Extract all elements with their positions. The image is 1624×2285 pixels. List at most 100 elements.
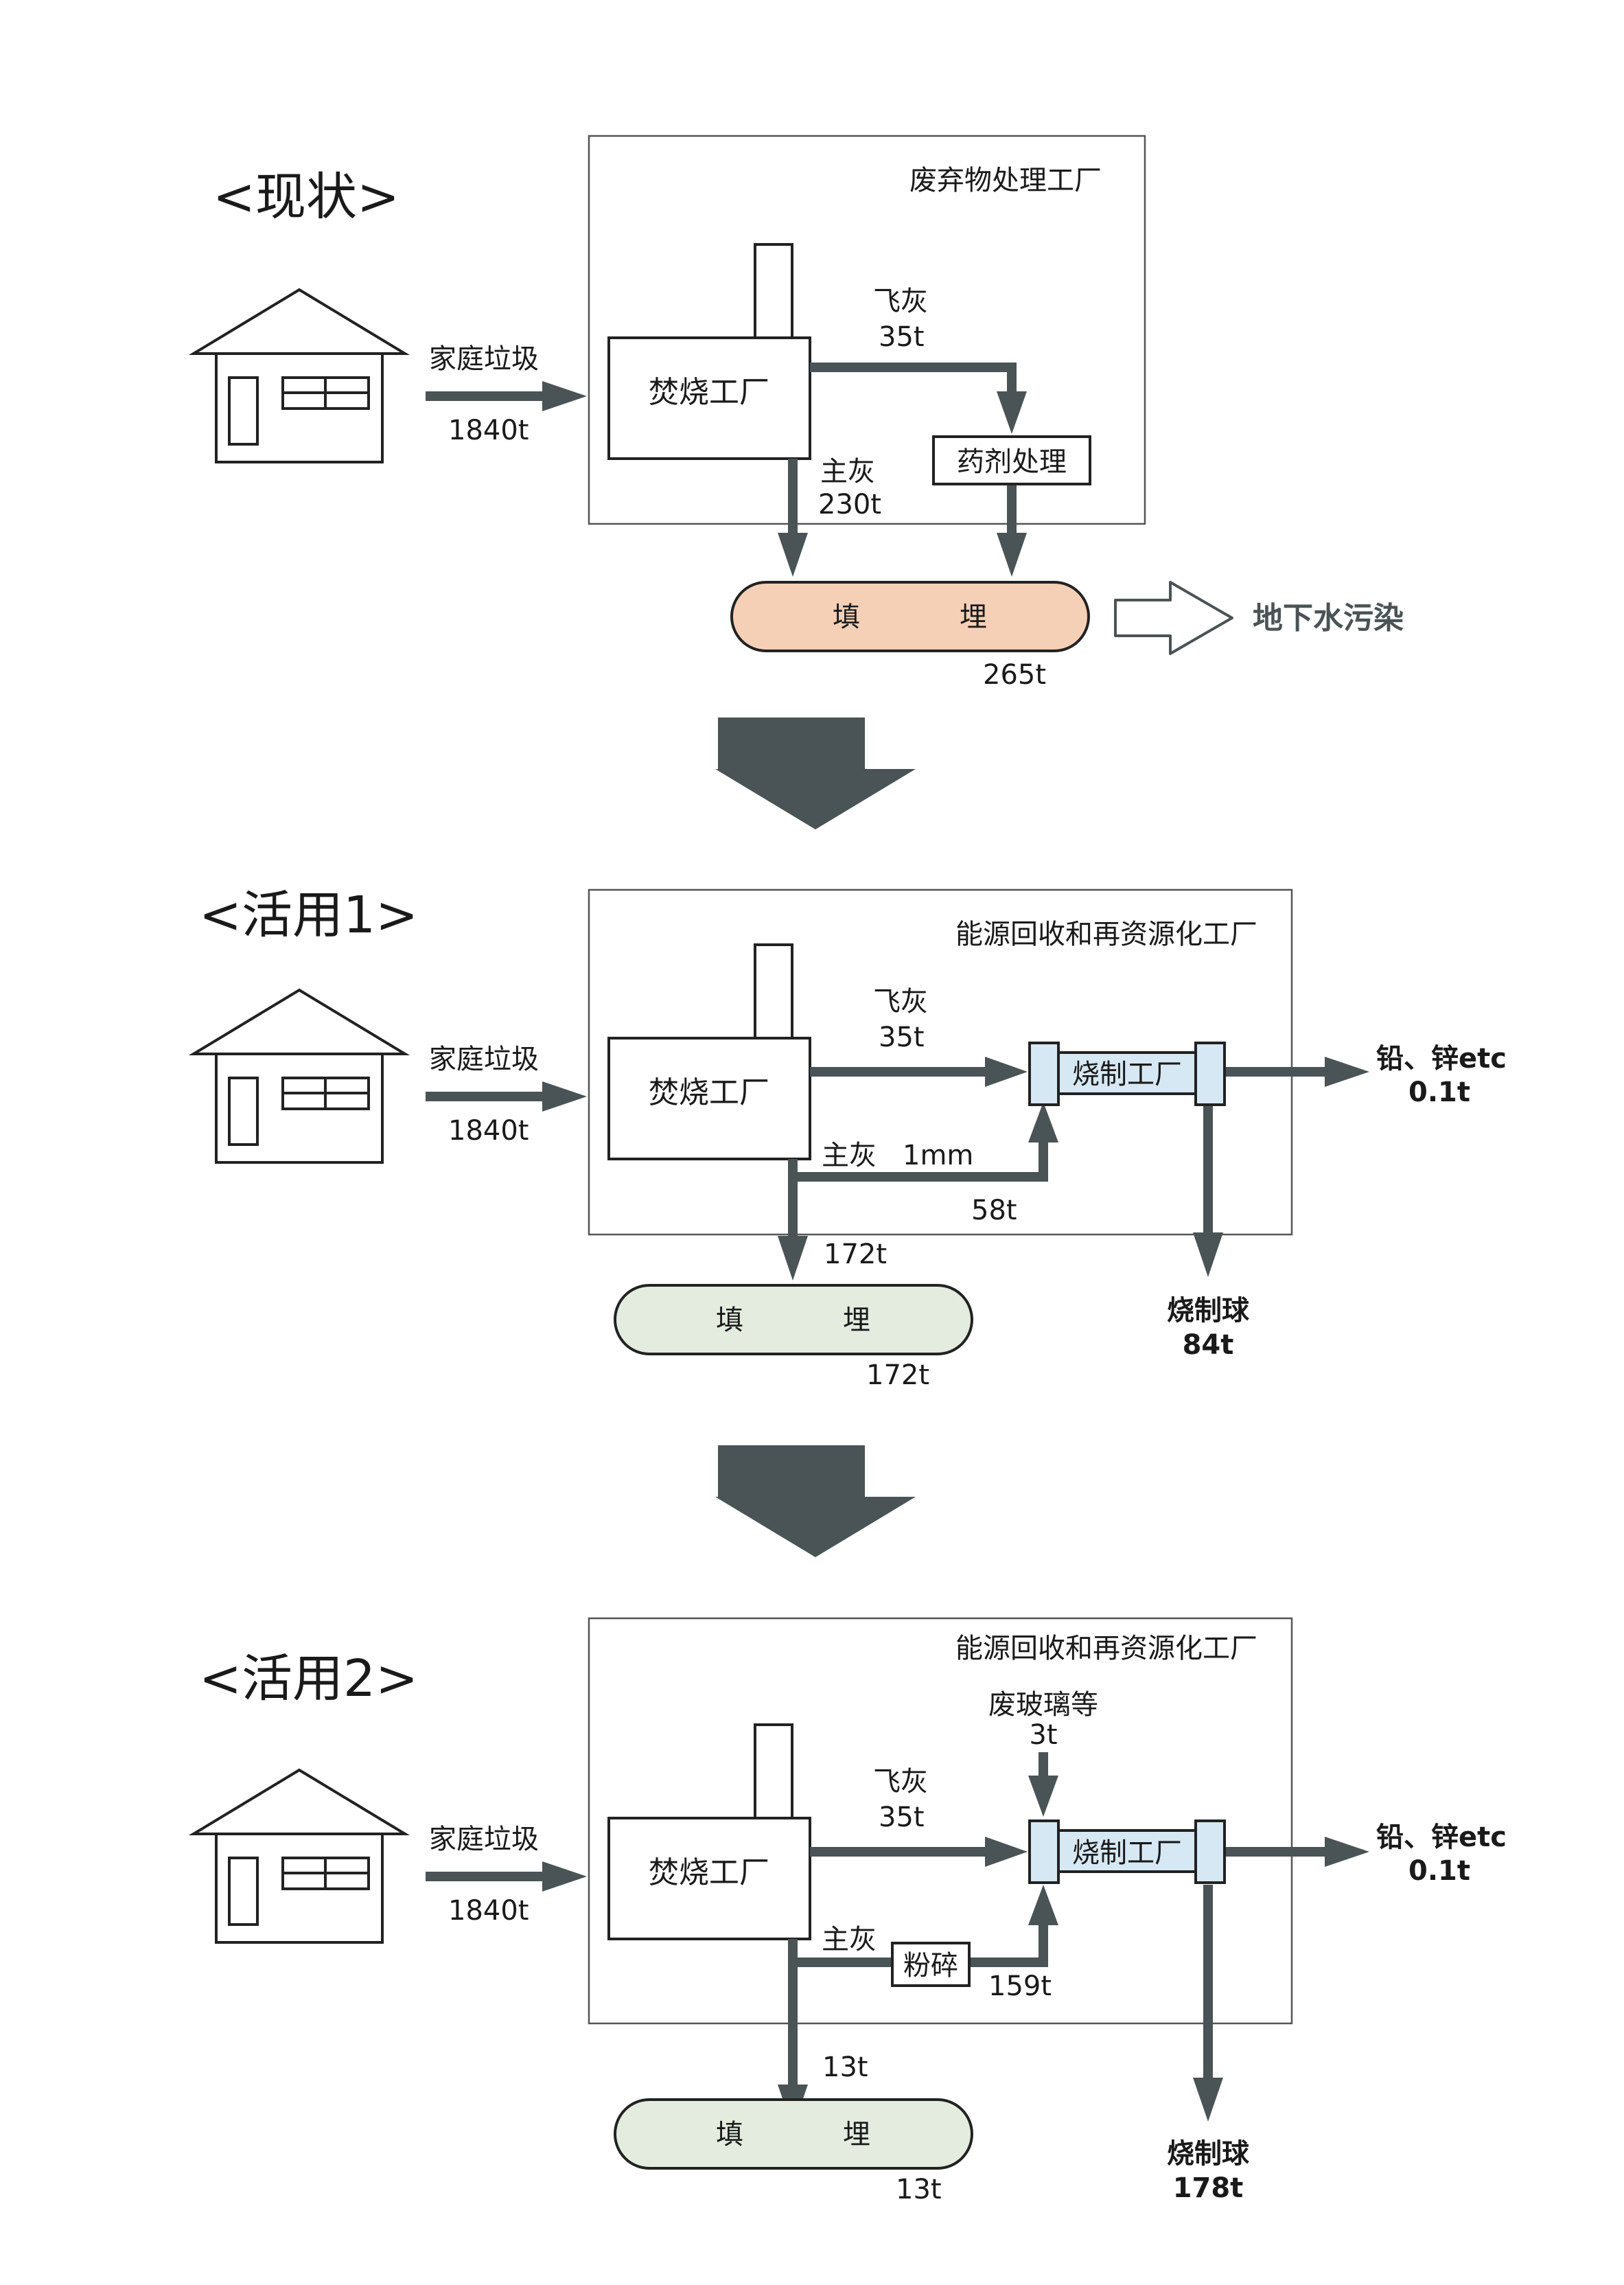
sinter-label: 烧制工厂 bbox=[1072, 1837, 1182, 1869]
landfill-box bbox=[730, 581, 1090, 652]
crush-box bbox=[891, 1942, 971, 1987]
to-sinter-amount: 58t bbox=[971, 1195, 1017, 1226]
pellets-amount: 178t bbox=[1173, 2172, 1244, 2204]
arrow-fly-ash bbox=[985, 1057, 1028, 1087]
sinter-right-cap bbox=[1194, 1042, 1226, 1106]
arrow-household bbox=[542, 1861, 587, 1892]
to-landfill-amount: 13t bbox=[822, 2052, 868, 2083]
household-amount: 1840t bbox=[448, 1115, 529, 1147]
house-icon bbox=[192, 1769, 406, 1944]
section-current-title: <现状> bbox=[213, 168, 399, 227]
household-label: 家庭垃圾 bbox=[429, 1824, 539, 1855]
to-landfill-amount: 172t bbox=[824, 1239, 887, 1270]
main-ash-label: 主灰 bbox=[822, 1924, 877, 1955]
section-reuse1: <活用1> 能源回收和再资源化工厂 家庭垃圾 1840t 焚烧工厂 飞灰 35t bbox=[192, 886, 1507, 1391]
arrow-household bbox=[542, 1081, 587, 1112]
arrow-fly-ash bbox=[985, 1837, 1028, 1867]
fly-ash-amount: 35t bbox=[879, 1022, 925, 1053]
arrow-to-sinter bbox=[1028, 1102, 1058, 1142]
transition-arrow-1 bbox=[715, 717, 916, 829]
incinerator-box bbox=[607, 1817, 811, 1940]
metals-label: 铅、锌etc bbox=[1376, 1822, 1507, 1853]
landfill-char-2: 埋 bbox=[843, 1305, 870, 1336]
impact-label: 地下水污染 bbox=[1253, 601, 1404, 636]
metals-label: 铅、锌etc bbox=[1376, 1043, 1507, 1075]
sieve-label: 1mm bbox=[903, 1140, 973, 1171]
facility-label: 能源回收和再资源化工厂 bbox=[955, 919, 1257, 950]
landfill-amount: 172t bbox=[866, 1359, 929, 1391]
facility-frame bbox=[588, 135, 1146, 525]
metals-amount: 0.1t bbox=[1408, 1077, 1470, 1108]
landfill-amount: 13t bbox=[896, 2174, 942, 2205]
arrow-to-metals bbox=[1325, 1837, 1369, 1867]
landfill-char-2: 埋 bbox=[960, 601, 987, 633]
house-icon bbox=[192, 288, 406, 463]
to-sinter-amount: 159t bbox=[988, 1971, 1052, 2002]
chemical-treatment-box bbox=[932, 435, 1091, 485]
landfill-box bbox=[614, 1284, 973, 1355]
chimney bbox=[754, 1723, 793, 1819]
section-reuse2-title: <活用2> bbox=[199, 1649, 418, 1708]
incinerator-label: 焚烧工厂 bbox=[649, 375, 769, 410]
sinter-label: 烧制工厂 bbox=[1072, 1059, 1182, 1090]
arrow-glass bbox=[1028, 1776, 1058, 1817]
arrow-household bbox=[542, 381, 587, 411]
landfill-char-2: 埋 bbox=[843, 2119, 870, 2150]
incinerator-box bbox=[607, 1037, 811, 1160]
main-ash-label: 主灰 bbox=[820, 456, 875, 487]
pellets-label: 烧制球 bbox=[1167, 1295, 1250, 1327]
crush-label: 粉碎 bbox=[903, 1950, 958, 1982]
fly-ash-label: 飞灰 bbox=[873, 286, 928, 317]
arrow-to-pellets bbox=[1193, 1232, 1223, 1277]
sinter-box bbox=[1057, 1051, 1197, 1095]
main-ash-label: 主灰 bbox=[822, 1140, 877, 1171]
house-icon bbox=[192, 989, 406, 1164]
incinerator-label: 焚烧工厂 bbox=[649, 1075, 769, 1110]
fly-ash-amount: 35t bbox=[879, 1802, 925, 1833]
sinter-box bbox=[1057, 1829, 1197, 1873]
arrow-to-sinter bbox=[1028, 1885, 1058, 1925]
sinter-left-cap bbox=[1028, 1819, 1060, 1884]
fly-ash-label: 飞灰 bbox=[873, 1766, 928, 1798]
household-amount: 1840t bbox=[448, 1895, 529, 1927]
metals-amount: 0.1t bbox=[1408, 1855, 1470, 1887]
chimney bbox=[754, 243, 793, 339]
glass-amount: 3t bbox=[1029, 1719, 1057, 1751]
landfill-char-1: 填 bbox=[833, 601, 860, 633]
landfill-char-1: 填 bbox=[716, 2119, 743, 2150]
arrow-chemical-to-landfill bbox=[997, 533, 1027, 577]
incinerator-label: 焚烧工厂 bbox=[649, 1855, 769, 1890]
landfill-box bbox=[614, 2098, 973, 2170]
section-reuse2: <活用2> 能源回收和再资源化工厂 家庭垃圾 1840t 焚烧工厂 废玻璃等 3… bbox=[192, 1617, 1507, 2205]
sinter-right-cap bbox=[1194, 1819, 1226, 1884]
facility-label: 能源回收和再资源化工厂 bbox=[955, 1633, 1257, 1664]
facility-frame bbox=[588, 1617, 1293, 2025]
chimney bbox=[754, 943, 793, 1040]
facility-label: 废弃物处理工厂 bbox=[909, 165, 1102, 196]
household-label: 家庭垃圾 bbox=[429, 343, 539, 375]
pellets-amount: 84t bbox=[1183, 1329, 1234, 1361]
incinerator-box bbox=[607, 336, 811, 460]
landfill-amount: 265t bbox=[983, 659, 1046, 691]
sinter-left-cap bbox=[1028, 1042, 1060, 1106]
transition-arrow-2 bbox=[715, 1445, 916, 1557]
arrow-fly-ash bbox=[997, 391, 1027, 434]
glass-label: 废玻璃等 bbox=[988, 1689, 1098, 1721]
chemical-treatment-label: 药剂处理 bbox=[957, 446, 1067, 478]
arrow-to-metals bbox=[1325, 1057, 1369, 1087]
arrow-to-pellets bbox=[1193, 2078, 1223, 2122]
facility-frame bbox=[588, 888, 1293, 1236]
household-amount: 1840t bbox=[448, 415, 529, 446]
fly-ash-label: 飞灰 bbox=[873, 986, 928, 1018]
arrow-to-landfill bbox=[778, 1236, 808, 1281]
arrow-main-ash bbox=[778, 533, 808, 577]
household-label: 家庭垃圾 bbox=[429, 1044, 539, 1075]
impact-arrow-icon bbox=[1114, 581, 1233, 655]
section-reuse1-title: <活用1> bbox=[199, 886, 418, 945]
fly-ash-amount: 35t bbox=[879, 321, 925, 353]
landfill-char-1: 填 bbox=[716, 1305, 743, 1336]
section-current: <现状> 废弃物处理工厂 家庭垃圾 1840t 焚烧工厂 飞灰 35t 药剂处理… bbox=[192, 135, 1404, 691]
pellets-label: 烧制球 bbox=[1167, 2138, 1250, 2170]
main-ash-amount: 230t bbox=[818, 489, 881, 520]
